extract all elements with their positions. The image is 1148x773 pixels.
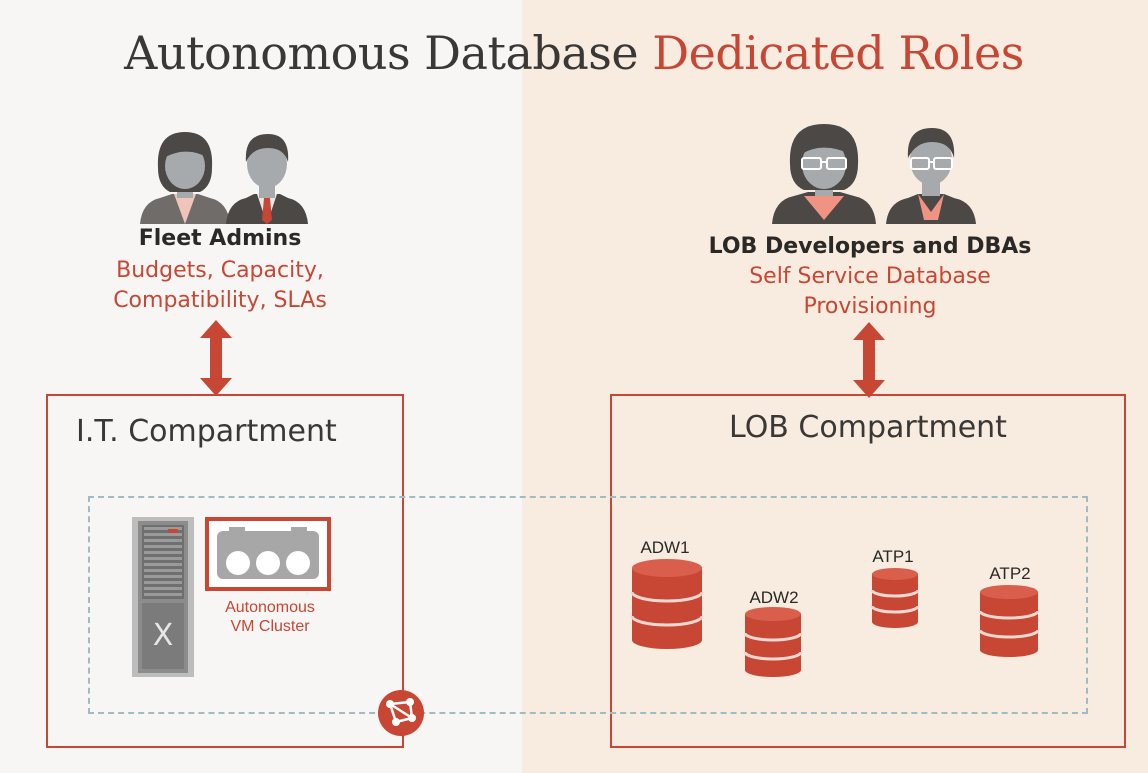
- database-icon-atp2: [978, 585, 1040, 657]
- it-compartment-title: I.T. Compartment: [76, 414, 337, 449]
- exadata-server-icon: X: [132, 517, 194, 677]
- lob-compartment-title: LOB Compartment: [729, 410, 1007, 445]
- woman-admin-icon: [140, 132, 230, 224]
- lob-users-icons: [772, 124, 976, 224]
- fleet-admins-arrow: [200, 320, 232, 396]
- database-icon-adw2: [743, 607, 803, 677]
- fleet-admins-icons: [140, 132, 308, 224]
- svg-text:X: X: [153, 618, 174, 653]
- page-title: Autonomous Database Dedicated Roles: [0, 26, 1148, 80]
- fleet-admins-desc-line-1: Budgets, Capacity,: [116, 258, 324, 283]
- vm-cluster-label: Autonomous VM Cluster: [196, 598, 344, 636]
- vm-cluster-label-line-1: Autonomous: [225, 599, 315, 616]
- vm-cluster-icon: [205, 517, 331, 591]
- lob-users-desc-line-2: Provisioning: [803, 294, 937, 319]
- fleet-admins-description: Budgets, Capacity, Compatibility, SLAs: [60, 256, 380, 316]
- man-admin-icon: [226, 134, 308, 224]
- lob-users-description: Self Service Database Provisioning: [640, 262, 1100, 322]
- network-boundary: [88, 496, 1088, 714]
- database-icon-atp1: [870, 568, 920, 628]
- db-label-adw1: ADW1: [640, 538, 690, 557]
- fleet-admins-title: Fleet Admins: [138, 226, 302, 251]
- it-side-background: [0, 0, 522, 773]
- title-part-1: Autonomous Database: [124, 26, 639, 80]
- database-icon-adw1: [630, 559, 704, 649]
- title-part-2: Dedicated Roles: [652, 26, 1024, 80]
- db-label-atp1: ATP1: [872, 547, 914, 566]
- fleet-admins-desc-line-2: Compatibility, SLAs: [113, 288, 327, 313]
- woman-developer-icon: [772, 124, 876, 224]
- network-badge-icon: [378, 690, 424, 736]
- lob-users-desc-line-1: Self Service Database: [749, 264, 991, 289]
- man-developer-icon: [886, 128, 976, 224]
- vm-cluster-label-line-2: VM Cluster: [230, 618, 310, 635]
- lob-users-arrow: [853, 322, 885, 398]
- db-label-adw2: ADW2: [749, 588, 799, 607]
- lob-users-title: LOB Developers and DBAs: [708, 234, 1032, 259]
- db-label-atp2: ATP2: [989, 564, 1031, 583]
- lob-compartment-box: [610, 394, 1126, 748]
- it-compartment-box: [46, 394, 404, 748]
